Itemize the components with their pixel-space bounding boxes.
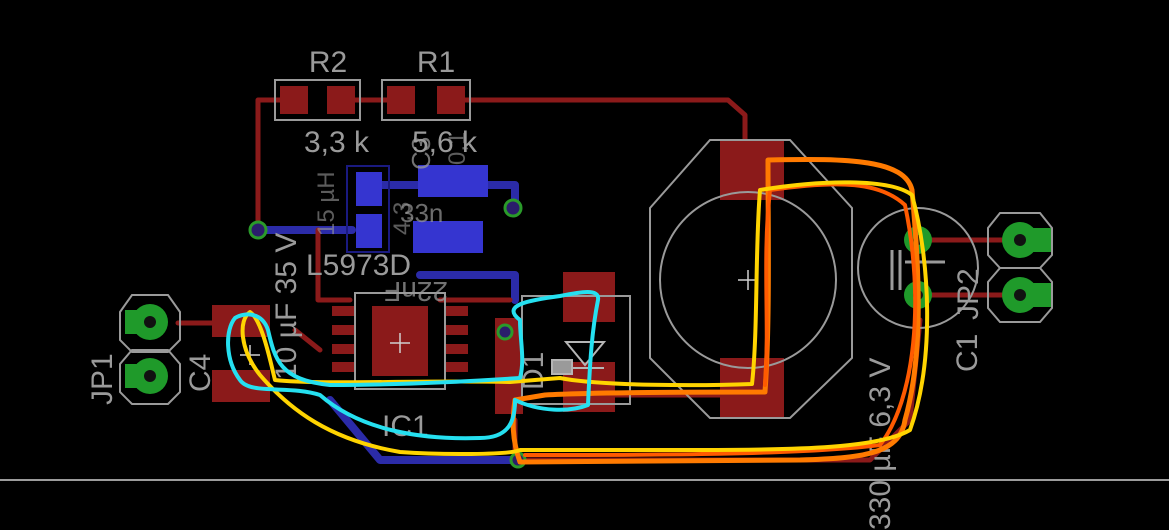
- c3-name: C3: [406, 137, 436, 170]
- vias: [248, 198, 527, 469]
- annotation-highlights: [226, 156, 930, 465]
- r1-name: R1: [417, 46, 455, 79]
- jp2-name: JP2: [952, 268, 985, 320]
- c4-name: C4: [184, 354, 217, 392]
- l1-value: 15 µH: [313, 171, 340, 236]
- c2-value: 0,1: [444, 132, 471, 165]
- c1-name: C1: [951, 334, 984, 372]
- r2-value: 3,3 k: [304, 126, 370, 159]
- bottom-silk: [346, 165, 390, 253]
- cap-value: 33n: [400, 198, 443, 228]
- c3-value: 22nF: [384, 276, 448, 307]
- cyan-loop: [226, 290, 601, 441]
- silkscreen-labels: R2 R1 3,3 k 5,6 k L5973D IC1 D1 C4 10 µF…: [86, 46, 985, 530]
- r1-value: 5,6 k: [412, 126, 478, 159]
- r3-value: 4,3: [389, 202, 416, 235]
- d1-diode-symbol: [551, 341, 607, 375]
- ic1-part: L5973D: [306, 249, 411, 282]
- bottom-pads: [356, 165, 488, 253]
- ic1-name: IC1: [382, 410, 429, 443]
- orange-dark-loop: [523, 182, 918, 457]
- r2-name: R2: [309, 46, 347, 79]
- jp1-name: JP1: [86, 353, 119, 405]
- yellow-loop: [240, 180, 930, 457]
